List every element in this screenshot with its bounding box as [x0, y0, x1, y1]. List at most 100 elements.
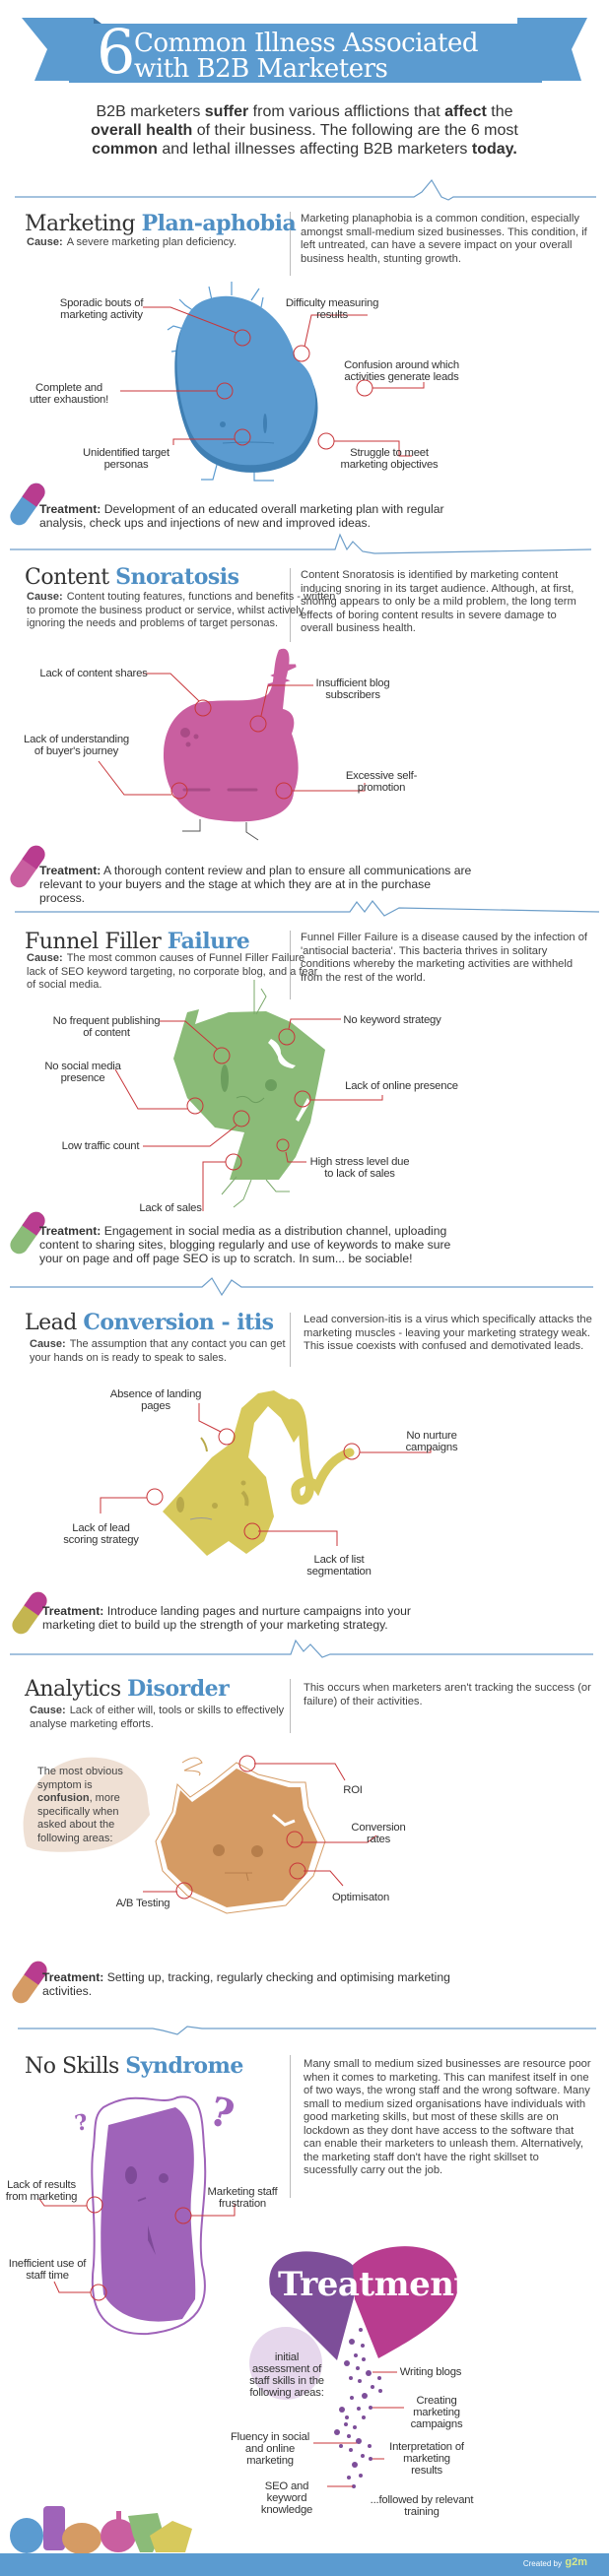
symptom-label: Lack of understanding of buyer's journey: [24, 734, 129, 757]
treatment-area: Writing blogs: [399, 2366, 462, 2378]
pill-dot: [366, 2370, 372, 2376]
snoratosis-callouts: [98, 673, 366, 800]
cause-text: Cause:The most common causes of Funnel F…: [27, 952, 318, 991]
symptom-label: Unidentified target personas: [83, 447, 169, 471]
creator-logo: g2m: [565, 2556, 587, 2568]
column-separator: [290, 1679, 291, 1733]
analytics-germ: [23, 1757, 326, 1914]
pill-icon: [10, 483, 47, 2004]
pill-dot: [357, 2407, 361, 2411]
description: Content Snoratosis is identified by mark…: [301, 569, 576, 634]
treatment-text: Treatment: Setting up, tracking, regular…: [42, 1970, 450, 1998]
symptom-label: Absence of landing pages: [109, 1388, 202, 1412]
description: This occurs when marketers aren't tracki…: [304, 1682, 591, 1707]
symptom-label: Lack of list segmentation: [306, 1554, 372, 1578]
pill-dot: [344, 2360, 350, 2366]
intro-text: B2B marketers suffer from various afflic…: [91, 103, 518, 158]
symptom-label: Lack of content shares: [39, 668, 148, 679]
treatment-area: Creating marketing campaigns: [410, 2395, 463, 2430]
treatment-text: Treatment: A thorough content review and…: [39, 864, 472, 905]
no-skills-germ: ? ?: [73, 2088, 239, 2336]
pill-dot: [362, 2393, 368, 2399]
pill-dot: [352, 2484, 356, 2488]
pill-dot: [356, 2438, 362, 2444]
lead-conversion-germ: [163, 1390, 355, 1556]
symptom-label: Struggle to meet marketing objectives: [340, 447, 439, 471]
symptom-label: Complete and utter exhaustion!: [29, 382, 109, 406]
treatment-text: Treatment: Engagement in social media as…: [39, 1224, 451, 1265]
symptom-label: Difficulty measuring results: [285, 297, 379, 321]
section-title: No Skills Syndrome: [25, 2053, 243, 2079]
symptom-label: No keyword strategy: [343, 1014, 441, 1026]
symptom-label: Confusion around which activities genera…: [344, 359, 459, 383]
pill-dot: [345, 2415, 349, 2419]
section-title: Marketing Plan-aphobia: [25, 211, 297, 236]
section-title: Content Snoratosis: [25, 564, 239, 590]
pill-dot: [377, 2376, 381, 2380]
symptom-label: Optimisaton: [331, 1892, 390, 1903]
column-separator: [290, 931, 291, 999]
pill-dot: [353, 2425, 357, 2429]
symptom-label: Lack of sales: [139, 1202, 202, 1214]
pill-dot: [347, 2434, 351, 2438]
pill-dot: [359, 2328, 363, 2332]
pill-dot: [349, 2448, 353, 2452]
pill-dot: [334, 2429, 340, 2435]
symptom-label: No nurture campaigns: [405, 1430, 458, 1453]
description: Marketing planaphobia is a common condit…: [301, 213, 587, 265]
plan-aphobia-germ: [167, 282, 318, 482]
section-title: Analytics Disorder: [25, 1676, 230, 1702]
svg-text:?: ?: [205, 2088, 239, 2138]
treatment-area: Fluency in social and online marketing: [230, 2431, 310, 2467]
title-line-2: with B2B Marketers: [134, 54, 388, 84]
pill-dot: [362, 2415, 366, 2419]
title-number: 6: [97, 16, 136, 88]
pill-dot: [369, 2457, 372, 2461]
pill-dot: [356, 2366, 360, 2370]
treatment-text: Treatment: Development of an educated ov…: [39, 502, 444, 530]
symptom-label: Sporadic bouts of marketing activity: [59, 297, 144, 321]
pill-dot: [369, 2406, 372, 2410]
title-banner: [22, 18, 587, 83]
pill-dots: [334, 2328, 382, 2488]
symptom-label: Inefficient use of staff time: [8, 2258, 87, 2282]
column-separator: [290, 1313, 291, 1367]
symptom-label: Excessive self-promotion: [345, 770, 418, 794]
column-separator: [290, 568, 291, 642]
pill-dot: [361, 2454, 365, 2458]
cause-text: Cause:The assumption that any contact yo…: [30, 1338, 286, 1364]
lead-conversion-callouts: [100, 1403, 432, 1546]
pill-dot: [349, 2339, 355, 2345]
treatment-heading: Treatment: [278, 2265, 469, 2304]
symptom-label: Lack of results from marketing: [5, 2179, 78, 2203]
germ-characters-lineup: [10, 2506, 192, 2554]
pill-dot: [378, 2389, 382, 2393]
column-separator: [290, 2055, 291, 2198]
symptom-label: Lack of online presence: [345, 1080, 458, 1092]
description: Lead conversion-itis is a virus which sp…: [304, 1314, 592, 1352]
treatment-closing: ...followed by relevant training: [370, 2494, 474, 2518]
snoratosis-germ: [163, 648, 299, 841]
pill-dot: [339, 2444, 343, 2448]
no-skills-callouts: [38, 2196, 236, 2301]
symptom-label: ROI: [343, 1784, 363, 1796]
pill-dot: [354, 2353, 358, 2357]
title-line-1: Common Illness Associated: [134, 29, 478, 58]
treatment-text: Treatment: Introduce landing pages and n…: [42, 1604, 411, 1632]
symptom-label: Insufficient blog subscribers: [315, 677, 390, 701]
cause-text: Cause:Lack of either will, tools or skil…: [30, 1705, 285, 1730]
symptom-label: Low traffic count: [61, 1140, 140, 1152]
analytics-callouts: [143, 1755, 377, 1900]
symptom-label: A/B Testing: [115, 1898, 170, 1909]
pill-dot: [359, 2474, 363, 2478]
symptom-label: No frequent publishing of content: [52, 1015, 161, 1039]
symptom-label: Lack of lead scoring strategy: [63, 1522, 139, 1546]
section-title: Funnel Filler Failure: [25, 929, 250, 954]
speech-bubble: [23, 1757, 151, 1852]
funnel-filler-callouts: [114, 1018, 383, 1211]
pill-dot: [349, 2376, 353, 2380]
pill-dot: [339, 2407, 345, 2413]
footer-bar: Created by g2m: [0, 2553, 609, 2576]
pill-dot: [344, 2422, 348, 2426]
